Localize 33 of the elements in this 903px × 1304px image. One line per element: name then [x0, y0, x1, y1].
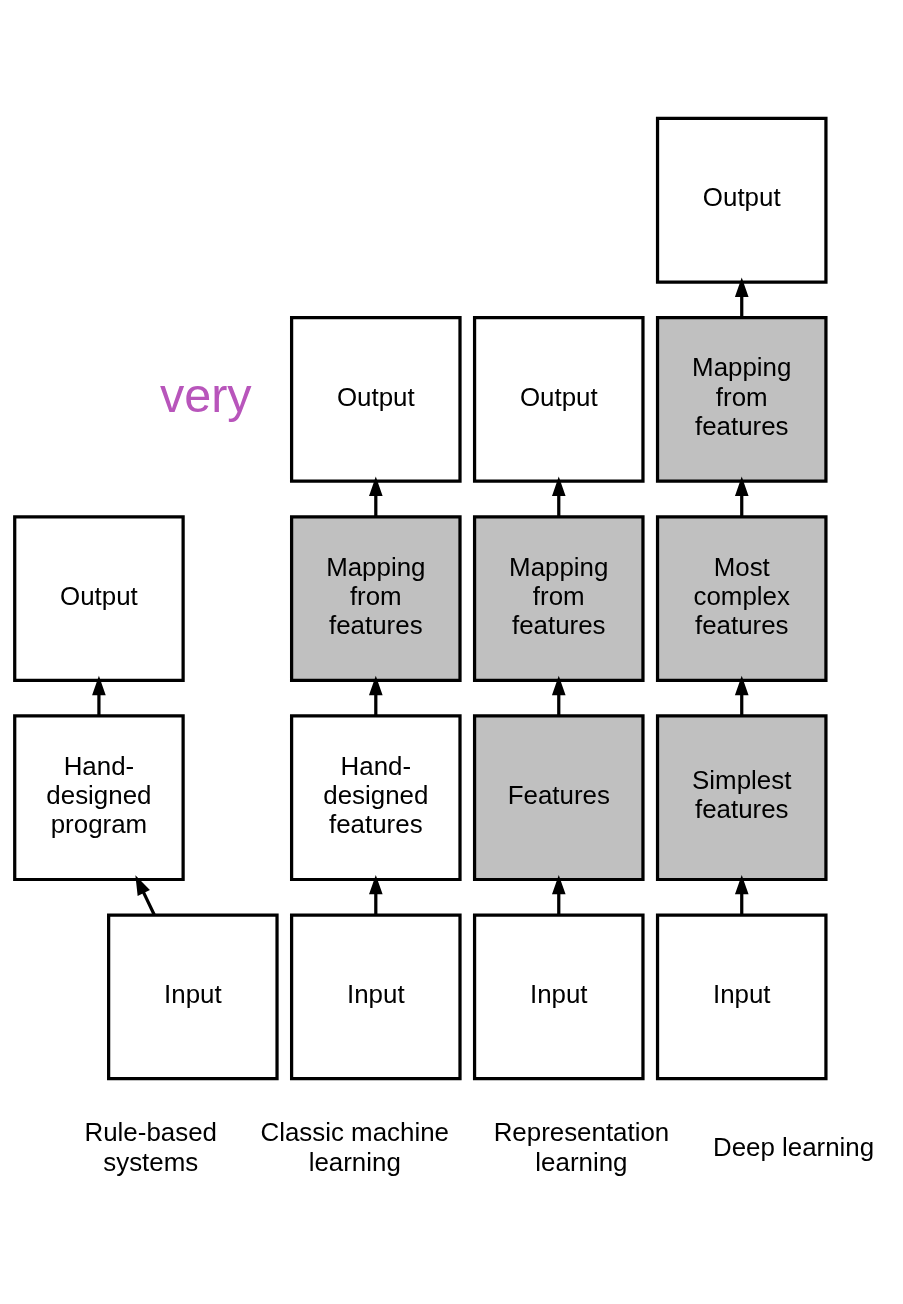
node-box: Hand-designed features [290, 714, 462, 882]
arrow [734, 675, 749, 716]
arrow [551, 675, 566, 716]
arrow [369, 476, 383, 517]
arrow [734, 874, 749, 915]
node-box: Input [472, 913, 645, 1081]
node-box: Output [13, 515, 185, 682]
node-box: Input [107, 913, 279, 1081]
node-box: Output [655, 116, 828, 284]
arrow [369, 874, 383, 915]
node-box: Mapping from features [290, 515, 462, 682]
arrow [92, 675, 106, 716]
node-box: Output [290, 316, 462, 483]
node-box: Most complex features [655, 515, 828, 682]
node-box: Output [472, 316, 645, 483]
node-label: Rule-based systems [84, 1118, 217, 1176]
node-box: Input [655, 913, 828, 1081]
arrow [551, 874, 566, 915]
node-box: Simplest features [655, 714, 828, 882]
arrow [551, 476, 566, 517]
node-box: Mapping from features [655, 316, 828, 483]
arrow [734, 476, 749, 517]
node-label: Deep learning [712, 1133, 875, 1162]
node-box: Features [472, 714, 645, 882]
node-label: Classic machine learning [260, 1118, 449, 1176]
label: very [159, 367, 252, 422]
node-box: Input [290, 913, 462, 1081]
arrow [369, 675, 383, 716]
node-box: Mapping from features [472, 515, 645, 682]
node-box: Hand-designed program [13, 714, 185, 882]
node-label: Representation learning [493, 1118, 670, 1176]
arrow [734, 277, 749, 318]
arrow [135, 875, 156, 916]
